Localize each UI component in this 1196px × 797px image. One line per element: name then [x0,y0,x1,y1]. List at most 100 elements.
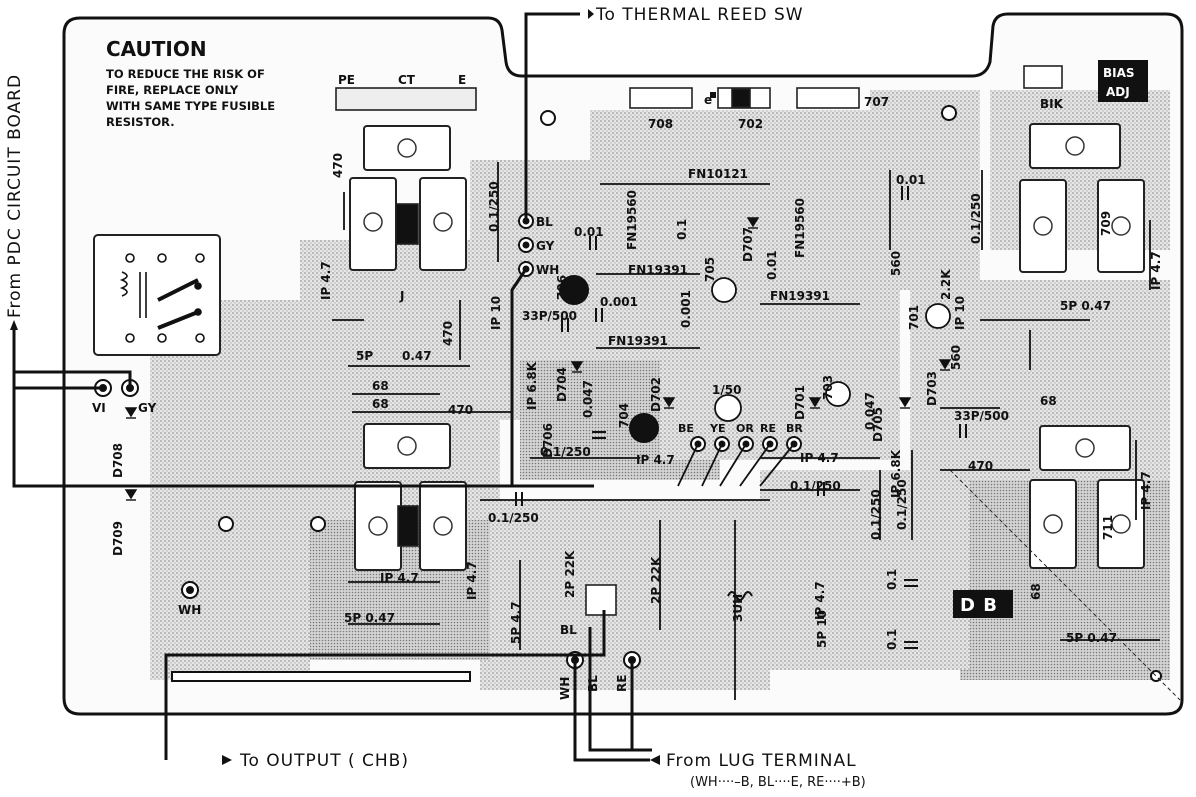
component-label: D709 [111,521,125,556]
component-label: 560 [949,345,963,370]
copper-traces [150,90,1170,690]
component-label: 0.1/250 [540,445,591,459]
component-label: 0.1/250 [790,479,841,493]
component-label: 712 [399,515,413,540]
component-label: 3UH [731,594,745,622]
component-label: IP 4.7 [800,451,839,465]
caution-line-1: TO REDUCE THE RISK OF [106,67,265,81]
mounting-holes [218,105,1162,682]
component-label: 0.001 [600,295,638,309]
wh-terminal-label: WH [536,263,559,277]
component-label: D705 [871,407,885,442]
gy2-label: GY [138,401,157,415]
component-label: 2.2K [939,269,953,300]
component-label: 68 [372,379,389,393]
component-label: 0.01 [574,225,604,239]
component-label: 5P 0.47 [1066,631,1117,645]
component-label: 2P 22K [563,550,577,598]
component-label: 0.01 [896,173,926,187]
component-label: FN19391 [608,334,668,348]
component-label: D706 [541,423,555,458]
caution-line-3: WITH SAME TYPE FUSIBLE [106,99,275,113]
component-label: 0.047 [863,392,877,430]
component-label: 0.047 [581,380,595,418]
fuse-strip [171,671,471,682]
component-label: 68 [372,397,389,411]
component-label: FN10121 [688,167,748,181]
component-label: IP 6.8K [525,361,539,410]
db-badge [953,590,1013,618]
component-label: D708 [111,443,125,478]
component-label: IP 10 [953,296,967,330]
component-label: 0.1 [675,219,689,240]
component-label: 709 [1099,211,1113,236]
component-label: 33P/500 [522,309,577,323]
bias-adj-badge [1098,60,1148,102]
component-label: 68 [1040,394,1057,408]
component-label: 5P 0.47 [344,611,395,625]
component-label: 0.01 [765,250,779,280]
vi-label: VI [92,401,106,415]
component-label: 470 [448,403,473,417]
component-label: 470 [441,321,455,346]
component-label: 5P 4.7 [509,601,523,644]
component-label: 5P 10 [815,610,829,648]
wh2-label: WH [178,603,201,617]
dashed-line [949,469,1181,701]
component-label: IP 4.7 [1149,251,1163,290]
component-label: 705 [703,257,717,282]
component-label: 708 [648,117,673,131]
component-label: 5P [356,349,373,363]
transistor-mounts [93,123,1145,571]
component-label: 704 [617,403,631,428]
e-label: E [458,73,466,87]
component-label: IP 4.7 [465,561,479,600]
component-label: D704 [555,367,569,402]
component-label: FN19560 [625,190,639,250]
component-label: D702 [649,377,663,412]
output-label: To OUTPUT ( CHB) [239,751,409,771]
transistor-holes [363,136,1131,536]
component-label: D701 [793,385,807,420]
component-label: 0.1/250 [488,511,539,525]
wire-bundle-to-terminals [677,443,795,487]
silkscreen-lines [332,162,1160,700]
component-label: 560 [889,251,903,276]
diode-symbols [124,217,952,501]
gy-terminal-label: GY [536,239,555,253]
filled-component-704 [629,413,659,443]
ct-label: CT [398,73,416,87]
component-label: 0.1 [885,569,899,590]
bl-terminal-label: BL [536,215,553,229]
component-label: IP 4.7 [1139,471,1153,510]
board-id-text: D B [960,595,998,616]
arrowheads [10,9,660,765]
bias-text: BIAS [1103,66,1135,80]
bl4-label: BL [560,623,577,637]
component-label: 0.1/250 [869,489,883,540]
component-label: 0.1/250 [487,181,501,232]
small-transistors [711,277,951,422]
component-label: 470 [331,153,345,178]
blk-label: BIK [1040,97,1064,111]
component-label: 0.47 [402,349,432,363]
component-label: IP 4.7 [380,571,419,585]
component-label: 33P/500 [954,409,1009,423]
caution-line-4: RESISTOR. [106,115,175,129]
lug-terminal-label: From LUG TERMINAL [666,751,857,771]
component-label: FN19560 [793,198,807,258]
component-label: 0.1/250 [895,479,909,530]
component-label: 702 [738,117,763,131]
component-label: 2P 22K [649,556,663,604]
component-label: D703 [925,371,939,406]
br-label: BR [786,422,803,435]
component-label: 711 [1101,515,1115,540]
adj-text: ADJ [1106,85,1130,99]
component-label: 0.001 [679,290,693,328]
be-label: BE [678,422,694,435]
thermal-reed-label: To THERMAL REED SW [595,5,804,25]
component-label: 0.1/250 [969,193,983,244]
pdc-board-label: From PDC CIRCUIT BOARD [5,74,25,318]
